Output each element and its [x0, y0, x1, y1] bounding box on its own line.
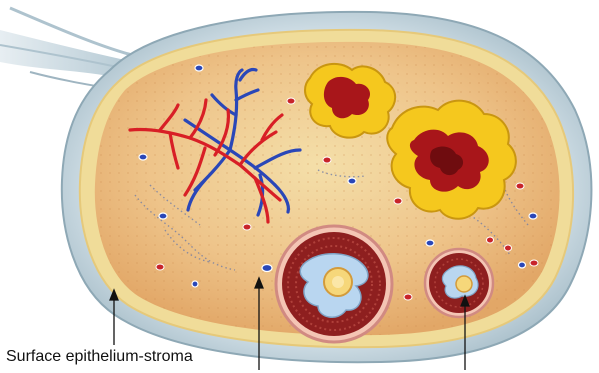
- developing-follicle-small: [425, 249, 493, 317]
- pointer-arrow-1: [110, 290, 118, 345]
- label-surface-epithelium-stroma: Surface epithelium-stroma: [6, 349, 193, 365]
- developing-follicle-large: [276, 226, 392, 342]
